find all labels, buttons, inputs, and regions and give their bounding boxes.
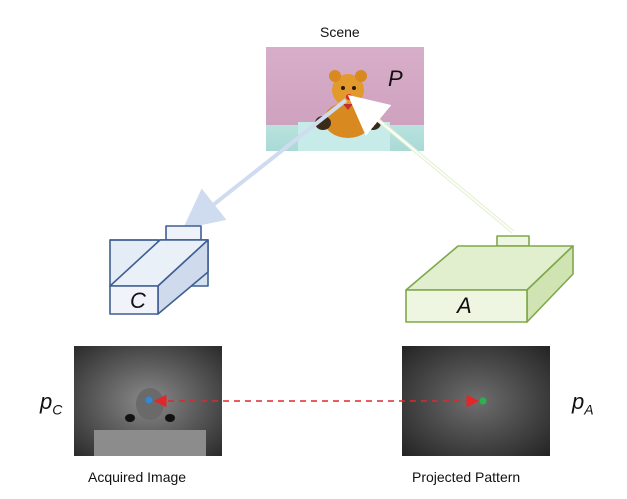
camera-box	[109, 225, 209, 315]
projector-box	[405, 235, 574, 323]
scene-point-label: P	[388, 66, 403, 91]
pa-label-main: p	[572, 389, 585, 414]
projector-label: A	[457, 293, 472, 318]
pa-label: pA	[572, 389, 594, 417]
acquired-point-pc	[145, 396, 153, 404]
camera-label: C	[130, 288, 146, 313]
pc-label-main: p	[40, 389, 53, 414]
pa-label-subscript: A	[584, 401, 594, 418]
acquired-image	[74, 346, 222, 456]
pc-label-subscript: C	[52, 401, 63, 418]
scene-point-p	[346, 94, 352, 100]
projected-point-pa	[479, 397, 487, 405]
pc-label: pC	[40, 389, 62, 417]
ray-from-projector-inner	[353, 99, 514, 233]
projected-pattern-caption: Projected Pattern	[412, 469, 521, 485]
acquired-image-caption: Acquired Image	[88, 469, 187, 485]
ray-to-camera	[182, 98, 348, 229]
scene-title: Scene	[320, 24, 360, 40]
